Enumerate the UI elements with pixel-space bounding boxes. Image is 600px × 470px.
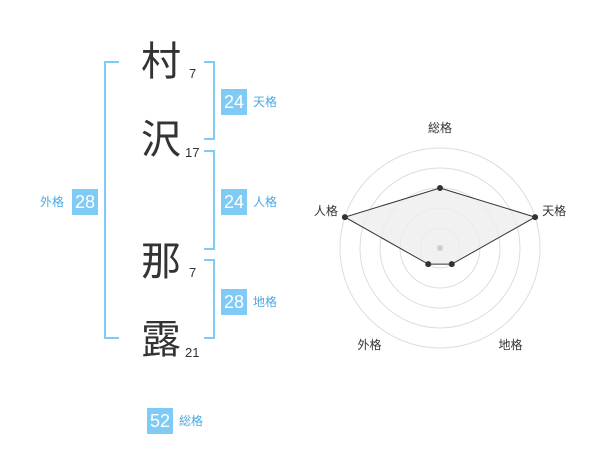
name-char-2: 沢 [141,117,181,163]
radar-data-point [341,214,348,221]
radar-data-polygon [343,187,537,265]
radar-grid-ring [339,147,541,349]
tenkaku-value-badge: 24 [221,89,247,115]
gaikaku-label: 外格 [40,195,65,209]
jinkaku-label: 人格 [253,195,278,209]
chikaku-value-badge: 28 [221,289,247,315]
radar-center-dot [437,245,443,251]
soukaku-label: 総格 [179,414,204,428]
stroke-count-1: 7 [189,66,197,81]
soukaku-value-badge: 52 [147,408,173,434]
stroke-count-4: 21 [185,345,200,360]
stroke-count-2: 17 [185,145,200,160]
radar-data-point [425,261,432,268]
name-char-1: 村 [141,39,181,85]
name-char-3: 那 [141,239,181,285]
radar-axis-label: 外格 [357,337,381,352]
radar-axis-label: 人格 [314,203,338,218]
jinkaku-value-badge: 24 [221,189,247,215]
radar-data-point [437,185,443,191]
radar-axis-label: 地格 [499,337,523,352]
stroke-count-3: 7 [189,265,197,280]
chikaku-label: 地格 [253,295,278,309]
name-char-4: 露 [141,317,181,363]
radar-data-point [532,214,539,221]
radar-grid-ring [359,167,521,329]
tenkaku-label: 天格 [253,95,278,109]
radar-axis-label: 天格 [542,203,566,218]
gaikaku-value-badge: 28 [72,189,98,215]
radar-axis-label: 総格 [428,120,452,135]
radar-data-point [448,261,455,268]
